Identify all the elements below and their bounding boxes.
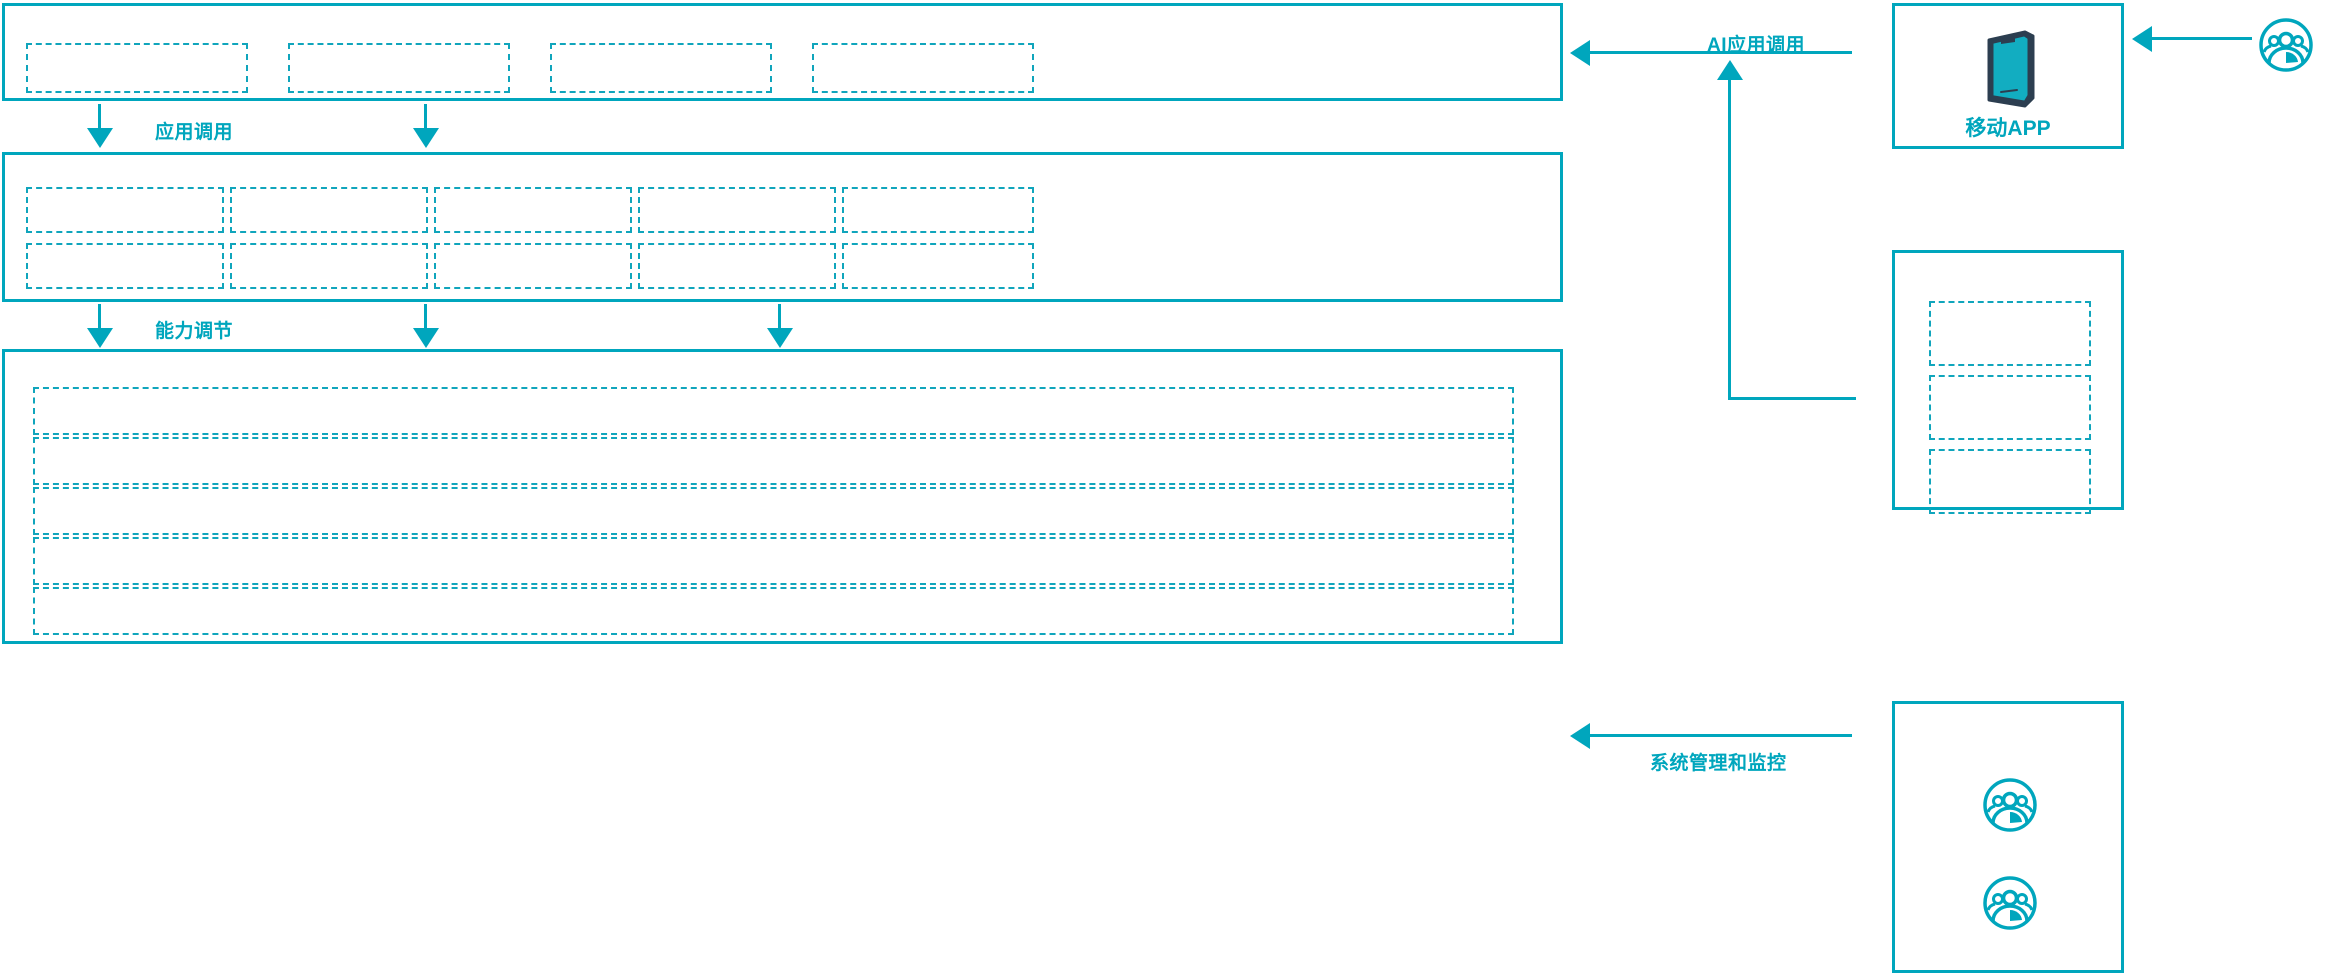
app-invoke-arrow-line-right <box>424 104 427 132</box>
app-invoke-arrow-head-right <box>413 128 439 148</box>
smartphone-icon <box>1979 28 2043 112</box>
capability-slot-2-4[interactable] <box>638 243 836 289</box>
capability-adjust-arrow-head-1 <box>87 328 113 348</box>
capability-adjust-arrow-head-3 <box>767 328 793 348</box>
application-slot-1[interactable] <box>26 43 248 93</box>
infrastructure-row-4[interactable] <box>33 537 1514 585</box>
side-slot-2[interactable] <box>1929 375 2091 440</box>
capability-slot-2-2[interactable] <box>230 243 428 289</box>
capability-slot-1-2[interactable] <box>230 187 428 233</box>
side-slot-1[interactable] <box>1929 301 2091 366</box>
system-admin-monitor-arrow-head <box>1570 723 1590 749</box>
infrastructure-row-5[interactable] <box>33 587 1514 635</box>
application-slot-4[interactable] <box>812 43 1034 93</box>
external-user-arrow-head <box>2132 26 2152 52</box>
application-slot-2[interactable] <box>288 43 510 93</box>
capability-adjust-arrow-head-2 <box>413 328 439 348</box>
user-group-icon[interactable] <box>2257 16 2315 74</box>
mobile-app-caption: 移动APP <box>1965 117 2051 140</box>
ai-app-invoke-label: AI应用调用 <box>1707 35 1806 56</box>
app-invoke-arrow-line-left <box>98 104 101 132</box>
app-invoke-arrow-head-left <box>87 128 113 148</box>
capability-slot-2-1[interactable] <box>26 243 224 289</box>
system-admin-monitor-label: 系统管理和监控 <box>1650 753 1787 774</box>
capability-adjust-arrow-line-2 <box>424 304 427 332</box>
capability-slot-1-3[interactable] <box>434 187 632 233</box>
user-group-icon-2[interactable] <box>1981 874 2039 932</box>
external-user-line <box>2152 37 2252 40</box>
infrastructure-row-2[interactable] <box>33 437 1514 485</box>
infrastructure-row-3[interactable] <box>33 487 1514 535</box>
infrastructure-row-1[interactable] <box>33 387 1514 435</box>
user-group-icon-1[interactable] <box>1981 776 2039 834</box>
app-invoke-label: 应用调用 <box>155 122 234 143</box>
ai-app-invoke-connector-vertical <box>1728 70 1731 400</box>
application-layer-panel[interactable] <box>2 3 1563 101</box>
capability-layer-panel[interactable] <box>2 152 1563 302</box>
mobile-app-panel[interactable]: 移动APP <box>1892 3 2124 149</box>
application-slot-3[interactable] <box>550 43 772 93</box>
admin-users-panel[interactable] <box>1892 701 2124 973</box>
capability-adjust-arrow-line-3 <box>778 304 781 332</box>
ai-app-invoke-line <box>1590 51 1852 54</box>
capability-adjust-label: 能力调节 <box>155 321 234 342</box>
ai-app-invoke-arrow-head <box>1570 40 1590 66</box>
ai-app-invoke-connector-horizontal <box>1728 397 1856 400</box>
capability-slot-2-3[interactable] <box>434 243 632 289</box>
system-admin-monitor-line <box>1590 734 1852 737</box>
side-slot-3[interactable] <box>1929 449 2091 514</box>
infrastructure-layer-panel[interactable] <box>2 349 1563 644</box>
capability-slot-1-1[interactable] <box>26 187 224 233</box>
ai-app-invoke-connector-arrow-head <box>1717 60 1743 80</box>
side-middle-panel[interactable] <box>1892 250 2124 514</box>
capability-slot-2-5[interactable] <box>842 243 1034 289</box>
capability-slot-1-5[interactable] <box>842 187 1034 233</box>
capability-adjust-arrow-line-1 <box>98 304 101 332</box>
capability-slot-1-4[interactable] <box>638 187 836 233</box>
